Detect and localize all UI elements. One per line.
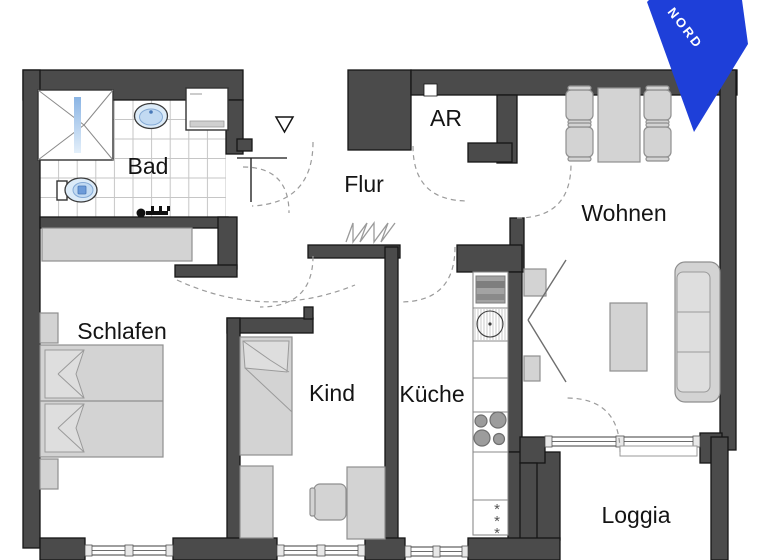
dining-chair xyxy=(643,85,672,125)
windows xyxy=(84,435,701,558)
radiator xyxy=(136,206,170,218)
wall-segment xyxy=(174,264,238,278)
room-label-flur: Flur xyxy=(344,171,384,197)
sink xyxy=(474,309,506,340)
door-swing-arc-kind xyxy=(259,255,314,308)
wall-segment xyxy=(236,138,253,152)
wall-niche xyxy=(423,83,438,97)
washing-machine xyxy=(185,87,229,131)
tv-unit xyxy=(523,259,567,383)
schlafen-furniture xyxy=(39,227,193,490)
kind-furniture xyxy=(239,336,386,540)
wall-segment xyxy=(507,271,523,453)
wall-segment xyxy=(467,537,561,560)
wohnen-furniture xyxy=(523,85,721,403)
door-swing-arc-entrance xyxy=(251,141,314,207)
washbasin xyxy=(133,102,169,130)
single-bed xyxy=(239,336,293,456)
door-swing-arc-wohnen xyxy=(516,163,572,219)
pillow xyxy=(44,403,85,453)
bad-fixtures xyxy=(37,87,229,218)
room-label-ar: AR xyxy=(430,105,462,131)
wall-segment xyxy=(39,216,229,229)
shower xyxy=(37,89,114,161)
wall-segment xyxy=(217,216,238,270)
dining-chair xyxy=(565,85,594,125)
coat-rack xyxy=(345,221,396,244)
room-label-bad: Bad xyxy=(128,153,169,179)
window-schlafen xyxy=(84,544,174,557)
double-bed xyxy=(39,344,164,458)
wall-segment xyxy=(467,142,513,163)
shower-glass xyxy=(74,97,81,153)
door-swing-arc-kueche xyxy=(399,246,456,303)
north-arrow-wedge xyxy=(647,0,748,132)
wall-segment xyxy=(303,306,314,320)
pillow xyxy=(44,349,85,399)
dining-chair xyxy=(565,122,594,162)
wall-segment xyxy=(710,436,729,560)
window-kueche xyxy=(404,545,469,558)
room-label-loggia: Loggia xyxy=(601,502,670,528)
window-loggia-front xyxy=(544,435,701,457)
door-swing-arc-schlafen xyxy=(176,279,356,303)
wall-segment xyxy=(719,69,737,451)
wall-segment xyxy=(456,244,523,273)
toilet xyxy=(56,177,98,203)
kitchen-appliance xyxy=(475,275,506,304)
dining-table xyxy=(597,87,641,163)
window-kind xyxy=(276,544,366,557)
wall-segment xyxy=(519,436,546,464)
north-arrow-icon: NORD xyxy=(647,0,748,132)
wall-segment xyxy=(226,317,241,541)
window-sill xyxy=(619,445,698,457)
wall-segment xyxy=(22,69,41,549)
kitchen-counter: * * * xyxy=(472,271,509,542)
nightstand xyxy=(39,458,59,490)
door-swing-arc-bad xyxy=(242,166,290,214)
stove xyxy=(473,411,507,447)
entrance-marker-icon xyxy=(274,116,295,134)
wall-segment xyxy=(519,462,538,560)
wall-segment xyxy=(172,537,278,560)
wall-segment xyxy=(384,246,399,541)
room-label-kueche: Küche xyxy=(399,381,464,407)
tv-icon xyxy=(527,259,567,383)
nightstand xyxy=(39,312,59,344)
room-label-wohnen: Wohnen xyxy=(581,200,666,226)
room-label-schlafen: Schlafen xyxy=(77,318,167,344)
dining-chair xyxy=(643,122,672,162)
coffee-table xyxy=(609,302,648,372)
room-labels: Bad Flur AR Wohnen Schlafen Kind Küche L… xyxy=(77,105,670,528)
door-swing-arc-loggia xyxy=(565,397,621,453)
wall-segment xyxy=(364,537,406,560)
desk-chair xyxy=(309,483,347,521)
door-swing-arc-ar xyxy=(412,145,469,202)
entrance-door-leaf xyxy=(237,157,287,202)
freezer-cell: * * * xyxy=(494,501,500,542)
freezer-star-icon: * xyxy=(494,501,500,518)
sofa xyxy=(674,261,721,403)
freezer-star-icon: * xyxy=(494,513,500,530)
wall-segment xyxy=(39,537,86,560)
room-label-kind: Kind xyxy=(309,380,355,406)
wall-segment xyxy=(347,69,412,151)
wardrobe xyxy=(41,227,193,262)
doors xyxy=(176,116,621,453)
freezer-star-icon: * xyxy=(494,525,500,542)
wardrobe xyxy=(239,465,274,539)
desk xyxy=(346,466,386,540)
wall-segment xyxy=(307,244,401,259)
